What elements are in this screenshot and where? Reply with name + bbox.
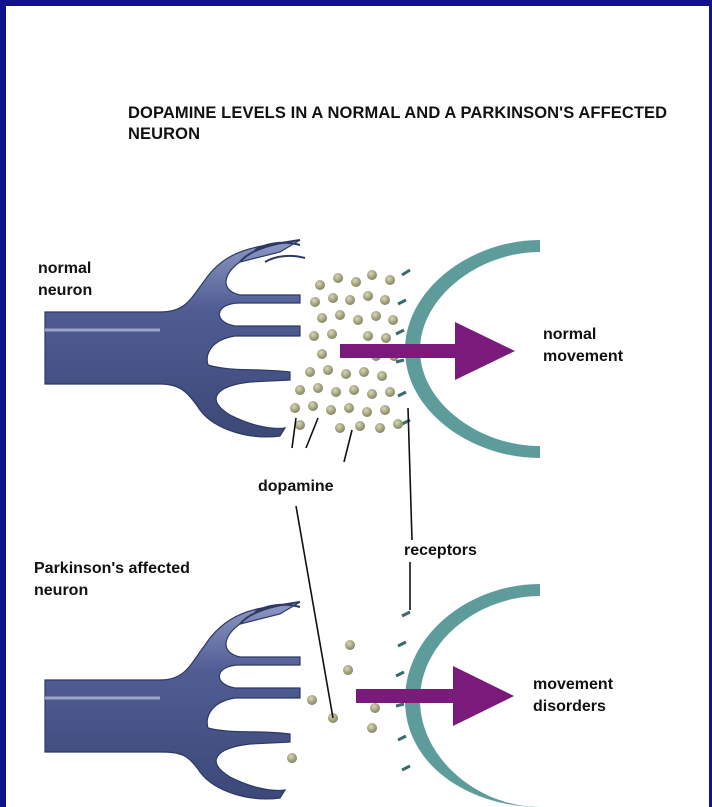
normal-neuron-label: normal neuron (38, 258, 92, 302)
movement-disorders-label-line1: movement (533, 674, 613, 696)
parkinsons-neuron-label-line1: Parkinson's affected (34, 558, 190, 580)
parkinsons-presynaptic-neuron (45, 602, 300, 799)
parkinsons-neuron-label: Parkinson's affected neuron (34, 558, 190, 602)
normal-movement-label-line1: normal (543, 324, 623, 346)
diagram-title: DOPAMINE LEVELS IN A NORMAL AND A PARKIN… (128, 103, 688, 145)
normal-movement-label: normal movement (543, 324, 623, 368)
normal-neuron-label-line1: normal (38, 258, 92, 280)
normal-neuron-label-line2: neuron (38, 280, 92, 302)
parkinsons-neuron-label-line2: neuron (34, 580, 190, 602)
movement-disorders-label-line2: disorders (533, 696, 613, 718)
movement-disorders-label: movement disorders (533, 674, 613, 718)
normal-movement-label-line2: movement (543, 346, 623, 368)
dopamine-label: dopamine (252, 476, 340, 498)
receptors-label: receptors (398, 540, 483, 562)
